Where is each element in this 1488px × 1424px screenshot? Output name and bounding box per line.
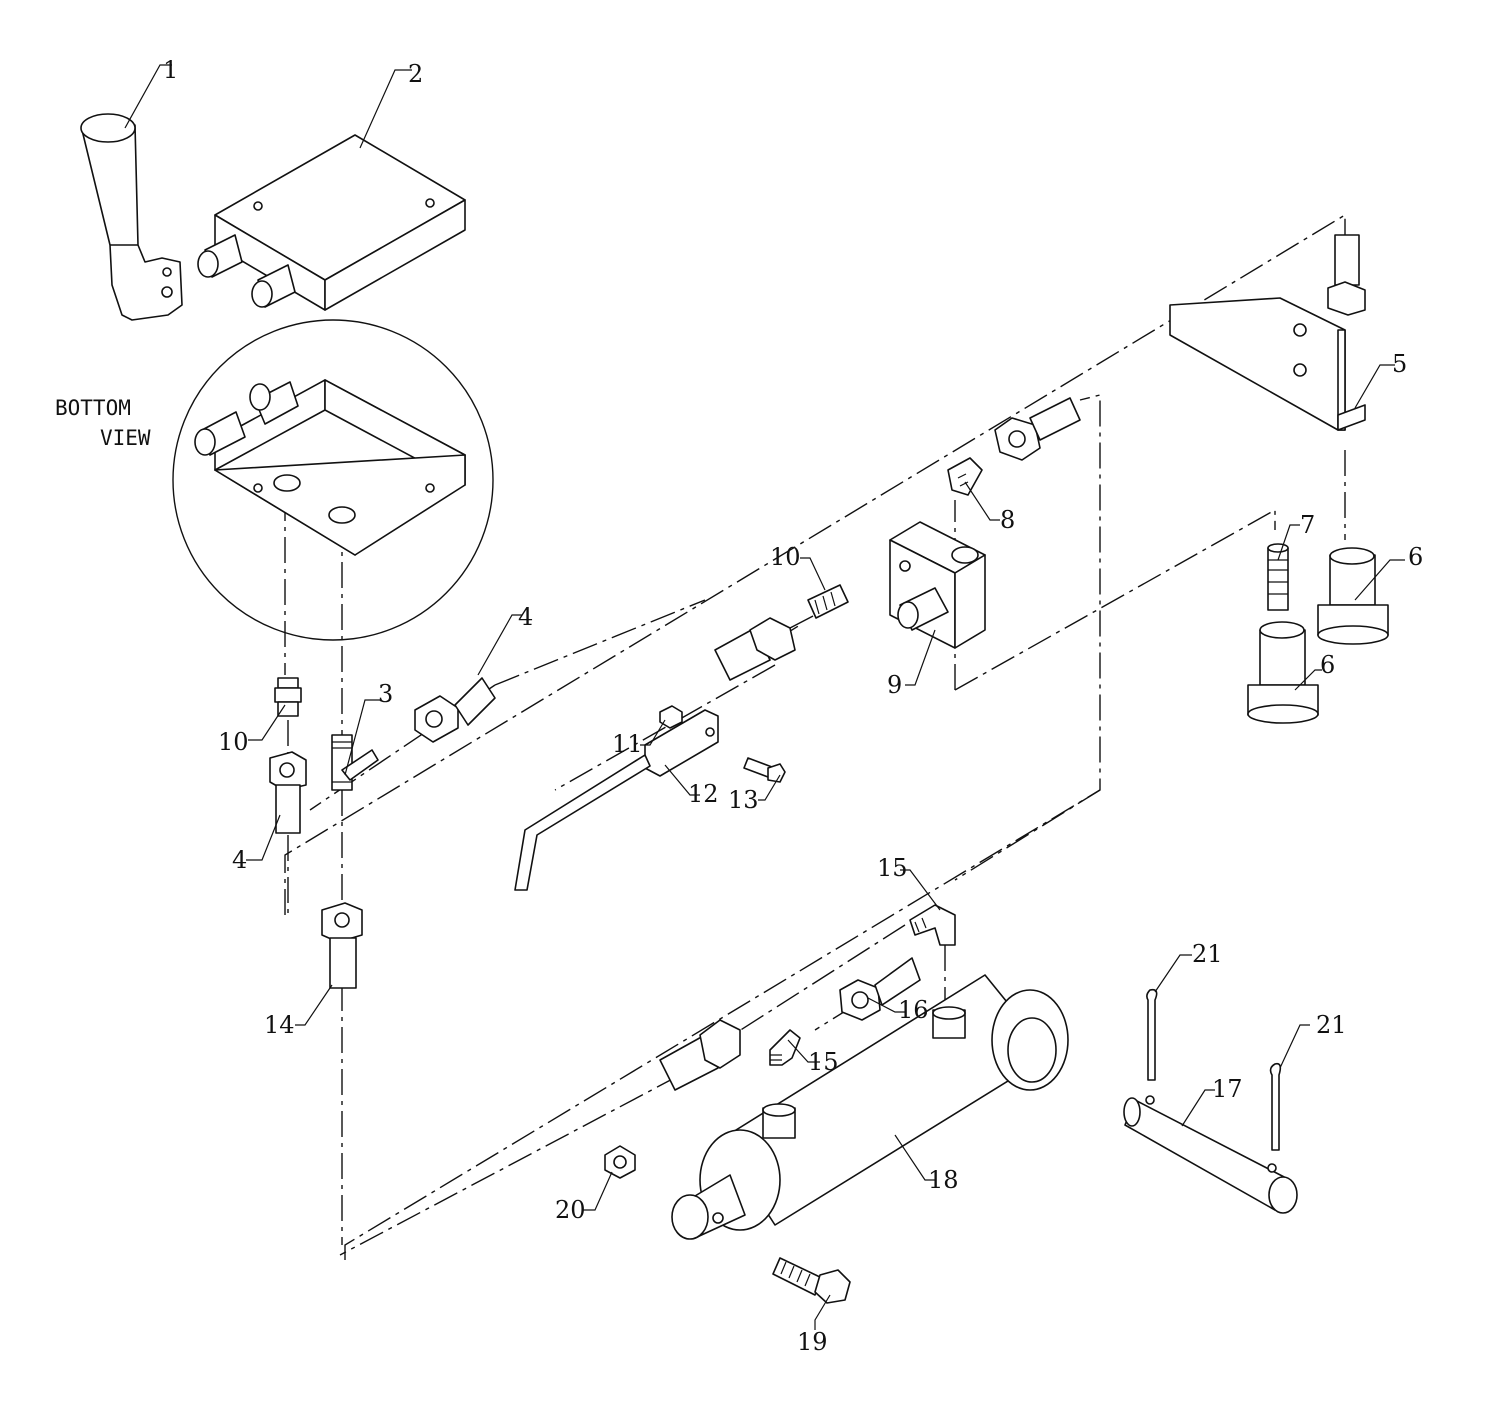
- callout-12: 12: [688, 780, 719, 808]
- part-18-cylinder: [671, 974, 1069, 1240]
- hose-lower-left: [659, 1019, 741, 1091]
- part-14-fitting: [321, 902, 363, 989]
- part-6-foot-upper: [1317, 547, 1389, 645]
- part-17-pin: [1123, 1095, 1298, 1214]
- bottom-view-caption-line1: BOTTOM: [55, 396, 131, 420]
- bottom-view-caption-line2: VIEW: [100, 426, 151, 450]
- part-4-hose-top-right: [994, 397, 1081, 461]
- callout-21-left: 21: [1192, 940, 1223, 968]
- part-6-foot-lower: [1247, 621, 1319, 724]
- part-12-link: [514, 709, 719, 891]
- callout-7: 7: [1300, 511, 1315, 539]
- callout-17: 17: [1212, 1075, 1243, 1103]
- callout-9: 9: [887, 671, 902, 699]
- part-16-hose: [839, 957, 921, 1021]
- callout-11: 11: [612, 730, 643, 758]
- callout-6-lower: 6: [1320, 651, 1335, 679]
- callout-4-left: 4: [232, 846, 247, 874]
- callout-20: 20: [555, 1196, 586, 1224]
- callout-6-upper: 6: [1408, 543, 1423, 571]
- part-13-bolt: [743, 757, 786, 783]
- part-7-pin: [1267, 543, 1289, 611]
- part-3-tee: [331, 734, 379, 791]
- callout-16: 16: [898, 996, 929, 1024]
- callout-8: 8: [1000, 506, 1015, 534]
- part-4-hose-upper: [414, 677, 496, 743]
- callout-3: 3: [378, 680, 393, 708]
- part-15-elbow-upper: [909, 904, 956, 946]
- assembly-lines: [284, 213, 1346, 1260]
- part-1-handle: [80, 113, 183, 321]
- part-19-bolt: [772, 1257, 851, 1304]
- callout-15-upper: 15: [877, 854, 908, 882]
- callout-10-middle: 10: [770, 543, 801, 571]
- callout-14: 14: [264, 1011, 295, 1039]
- callout-21-right: 21: [1316, 1011, 1347, 1039]
- part-20-nut: [604, 1145, 636, 1179]
- part-21-cotter-pin-right: [1269, 1062, 1282, 1151]
- callout-1: 1: [163, 56, 178, 84]
- part-9-block: [889, 521, 986, 649]
- part-21-cotter-pin-left: [1146, 988, 1158, 1081]
- callout-labels: 1 2 3 4 4 5 6 6 7 8 9 10 10 11 12 13 14 …: [163, 56, 1423, 1356]
- part-5-bracket: [1169, 297, 1366, 431]
- leader-lines: [124, 64, 1405, 1330]
- part-8-elbow: [947, 457, 983, 496]
- part-2-valve-block: [197, 134, 466, 311]
- part-10-nipple-middle: [807, 584, 849, 619]
- callout-13: 13: [728, 786, 759, 814]
- part-15-elbow-lower: [769, 1029, 801, 1066]
- callout-18: 18: [928, 1166, 959, 1194]
- part-4-hose-left: [269, 751, 307, 834]
- callout-5: 5: [1392, 350, 1407, 378]
- part-11-nut: [659, 705, 683, 729]
- callout-15-lower: 15: [808, 1048, 839, 1076]
- callout-10-left: 10: [218, 728, 249, 756]
- bottom-view-inset: [172, 319, 494, 641]
- part-4-hose-middle: [714, 617, 796, 681]
- callout-19: 19: [797, 1328, 828, 1356]
- hose-top-right: [1327, 234, 1366, 316]
- callout-2: 2: [408, 60, 423, 88]
- part-10-nipple-left: [274, 677, 302, 717]
- callout-4-upper: 4: [518, 603, 533, 631]
